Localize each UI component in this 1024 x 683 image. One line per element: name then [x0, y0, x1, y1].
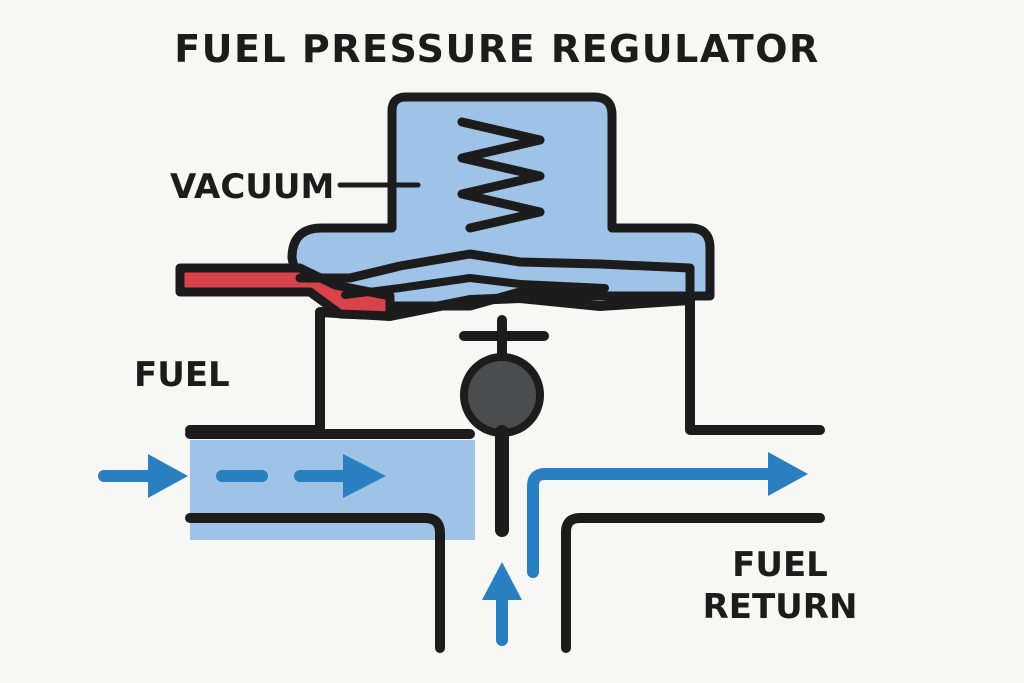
- return-bottom-wall: [561, 513, 825, 653]
- diagram-title: FUEL PRESSURE REGULATOR: [174, 27, 820, 71]
- diaphragm-lower-edge: [341, 274, 609, 299]
- fuel-in-arrow: [98, 454, 188, 498]
- inlet-bottom-wall: [185, 513, 445, 653]
- spring: [457, 117, 545, 233]
- inlet-flow-arrow: [216, 454, 386, 498]
- vacuum-label: VACUUM: [170, 167, 334, 207]
- return-flow-arrow: [527, 452, 808, 578]
- upward-flow-arrow: [482, 562, 522, 646]
- diaphragm: [295, 249, 695, 295]
- fuel-return-label-line2: RETURN: [703, 587, 858, 627]
- valve-ball: [460, 353, 544, 437]
- fuel-label: FUEL: [134, 355, 230, 395]
- fuel-return-label-line1: FUEL: [732, 545, 828, 585]
- fuel-inlet-passage: [190, 440, 475, 540]
